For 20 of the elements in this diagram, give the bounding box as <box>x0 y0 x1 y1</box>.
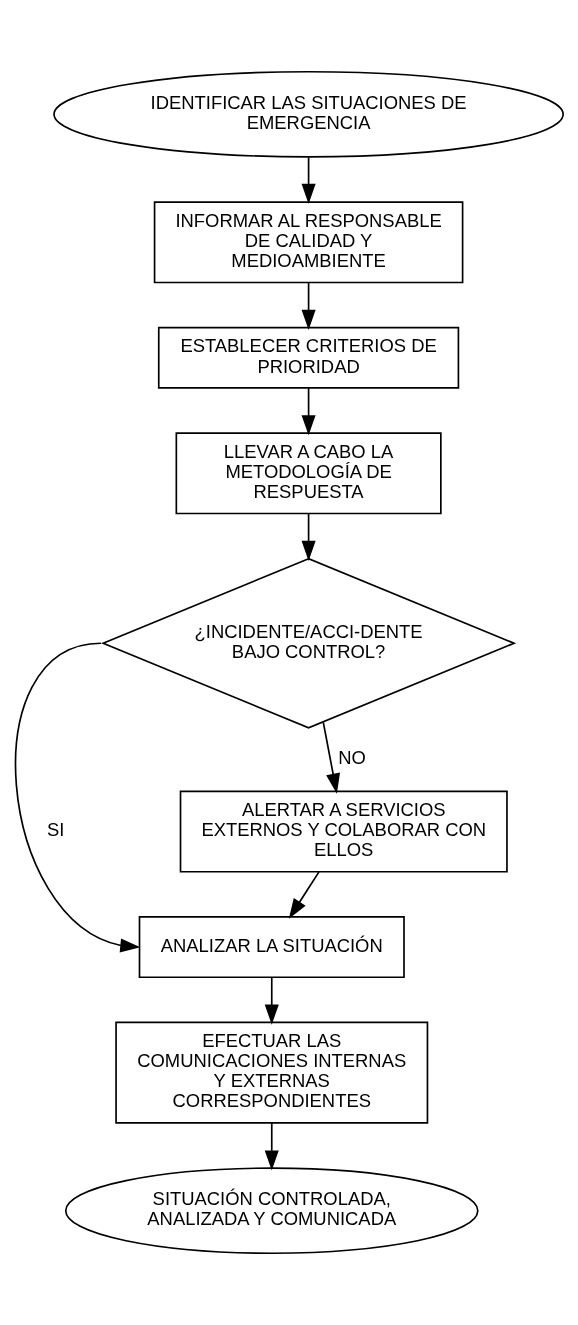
node-box: ANALIZAR LA SITUACIÓN <box>138 916 405 979</box>
arrow <box>322 721 341 794</box>
arrow <box>288 871 320 919</box>
node-box: EFECTUAR LAS COMUNICACIONES INTERNAS Y EXTERNAS CORRESPONDIENTES <box>115 1021 429 1124</box>
node-diamond: ¿INCIDENTE/ACCI-DENTE BAJO CONTROL? <box>101 557 517 729</box>
edge-label: NO <box>338 747 366 769</box>
arrow <box>15 642 141 953</box>
arrow <box>301 281 316 330</box>
node-ellipse: SITUACIÓN CONTROLADA, ANALIZADA Y COMUNICADA <box>64 1167 479 1255</box>
node-box: ESTABLECER CRITERIOS DE PRIORIDAD <box>157 326 460 389</box>
node-box: LLEVAR A CABO LA METODOLOGÍA DE RESPUESTA <box>175 432 442 515</box>
arrow <box>301 512 316 561</box>
edge-label: SI <box>47 819 65 841</box>
arrow <box>301 156 316 204</box>
arrow <box>301 387 316 436</box>
arrow <box>264 1122 279 1171</box>
arrow <box>264 976 279 1025</box>
node-box: INFORMAR AL RESPONSABLE DE CALIDAD Y MEDIOAMBIENTE <box>153 201 464 284</box>
node-ellipse: IDENTIFICAR LAS SITUACIONES DE EMERGENCIA <box>53 70 564 158</box>
node-box: ALERTAR A SERVICIOS EXTERNOS Y COLABORAR CON ELLOS <box>179 790 508 873</box>
